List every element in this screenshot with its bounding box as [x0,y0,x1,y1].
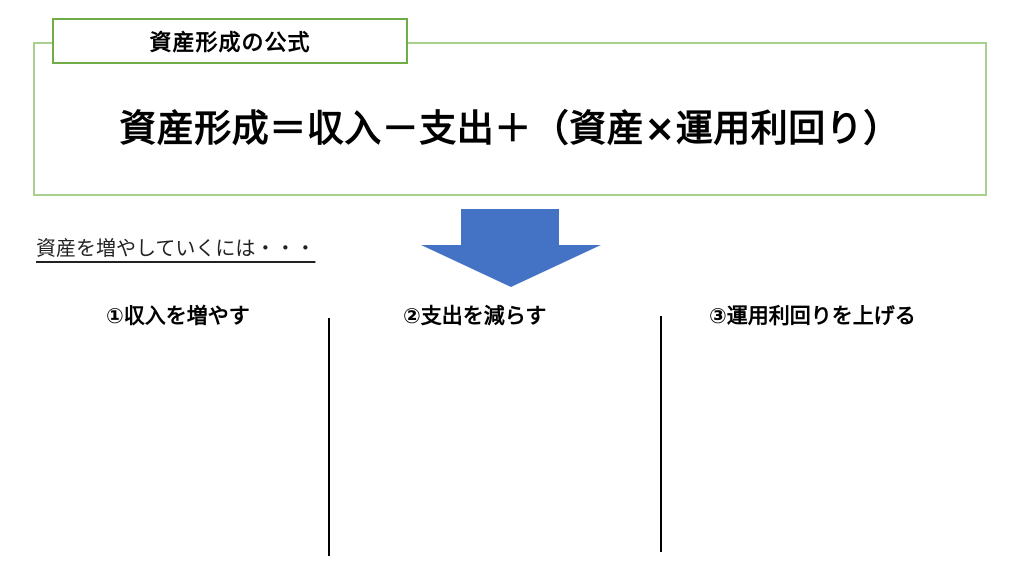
column-heading-increase-income: ①収入を増やす [106,304,250,328]
formula-tab-label: 資産形成の公式 [52,18,408,64]
formula-box [33,42,987,196]
column-heading-raise-returns: ③運用利回りを上げる [709,304,916,328]
formula-equation: 資産形成＝収入－支出＋（資産×運用利回り） [119,107,901,150]
column-divider-left [328,318,330,556]
down-arrow-icon [421,209,601,287]
column-divider-right [660,316,662,552]
column-heading-reduce-expenses: ②支出を減らす [403,304,547,328]
intro-text: 資産を増やしていくには・・・ [36,236,316,260]
